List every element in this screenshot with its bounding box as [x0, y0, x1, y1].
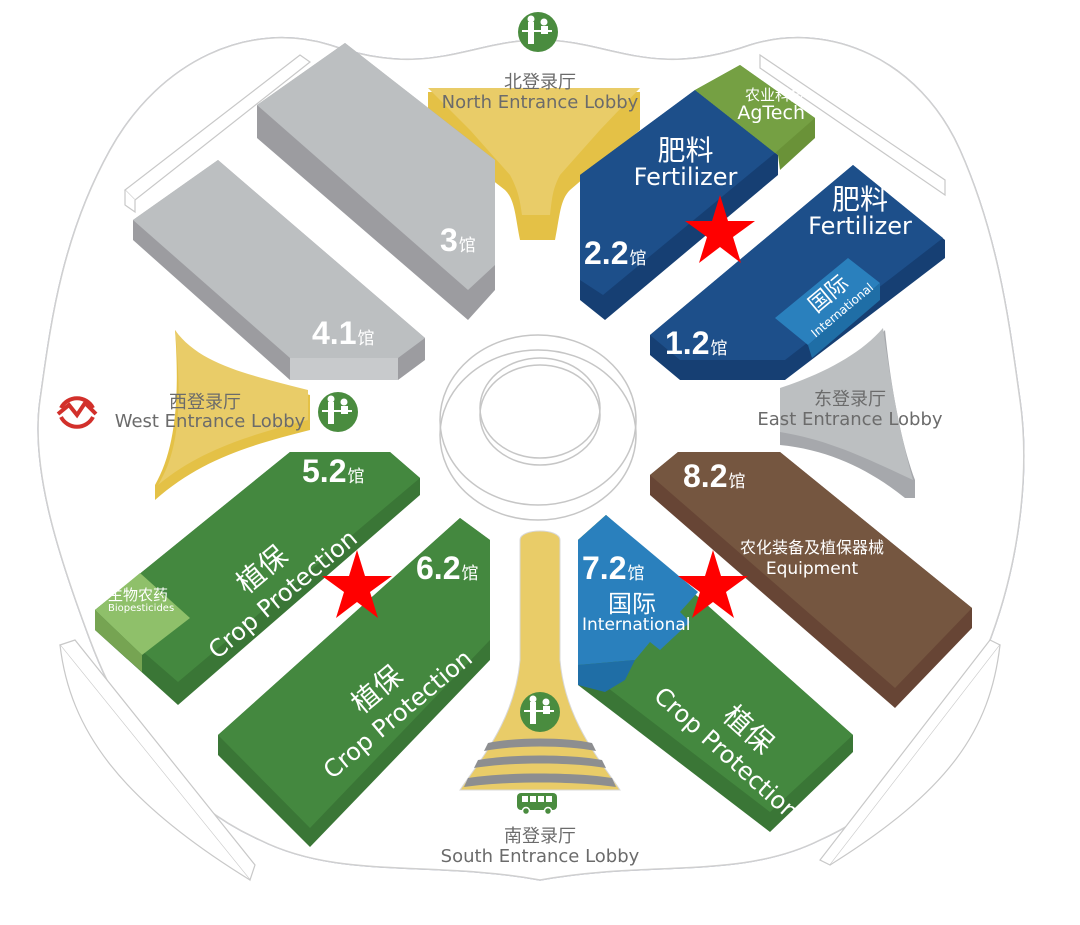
decorative-walkways	[58, 53, 1001, 882]
hall-8-2-number[interactable]: 8.2馆	[683, 458, 746, 494]
hall-6-2-number[interactable]: 6.2馆	[416, 550, 479, 586]
hall-7-2-number[interactable]: 7.2馆	[582, 550, 645, 586]
west-entrance-lobby-shape	[155, 330, 310, 500]
hall-8-2-equipment-label[interactable]: 农化装备及植保器械 Equipment	[739, 538, 884, 579]
east-lobby-en-label: East Entrance Lobby	[757, 409, 943, 430]
south-lobby-cn-label: 南登录厅	[504, 826, 576, 847]
north-entrance-lobby-shape	[428, 88, 640, 240]
east-entrance-lobby-shape	[780, 328, 915, 498]
south-lobby-en-label: South Entrance Lobby	[440, 846, 640, 867]
star-icon	[322, 550, 392, 618]
reception-icon-west	[318, 392, 358, 432]
reception-icon-north	[518, 12, 558, 52]
hall-3-shape	[257, 43, 495, 320]
hall-7-2-shape	[578, 515, 853, 832]
bus-icon	[517, 793, 557, 816]
reception-icon-south	[520, 692, 560, 732]
south-entrance-lobby-shape	[459, 530, 621, 791]
central-plaza-ring	[439, 334, 637, 521]
hall-7-2-international-label[interactable]: 国际 International	[582, 590, 691, 636]
star-icon	[678, 550, 748, 618]
hall-1-2-number[interactable]: 1.2馆	[665, 325, 728, 361]
hall-2-2-shape	[580, 65, 815, 320]
hall-2-2-fertilizer-label[interactable]: 肥料 Fertilizer	[633, 134, 738, 192]
hall-1-2-shape	[650, 165, 945, 380]
east-lobby-cn-label: 东登录厅	[814, 389, 886, 410]
hall-5-2-shape	[95, 452, 420, 705]
hall-5-2-biopesticides-label[interactable]: 生物农药 Biopesticides	[108, 586, 175, 614]
west-lobby-cn-label: 西登录厅	[169, 392, 241, 413]
hall-2-2-agtech-label[interactable]: 农业科技 AgTech	[737, 86, 805, 124]
hall-8-2-shape	[650, 452, 972, 708]
north-lobby-cn-label: 北登录厅	[504, 72, 576, 93]
north-lobby-en-label: North Entrance Lobby	[441, 92, 639, 113]
hall-3-number[interactable]: 3馆	[440, 222, 476, 258]
star-markers	[322, 195, 755, 618]
hall-5-2-number[interactable]: 5.2馆	[302, 453, 365, 489]
hall-1-2-fertilizer-label[interactable]: 肥料 Fertilizer	[808, 183, 912, 241]
west-lobby-en-label: West Entrance Lobby	[114, 411, 306, 432]
hall-4-1-shape	[133, 160, 425, 380]
star-icon	[685, 195, 755, 263]
hall-2-2-number[interactable]: 2.2馆	[584, 235, 647, 271]
hall-6-2-shape	[218, 518, 490, 847]
metro-icon	[56, 396, 98, 429]
hall-4-1-number[interactable]: 4.1馆	[312, 315, 375, 351]
